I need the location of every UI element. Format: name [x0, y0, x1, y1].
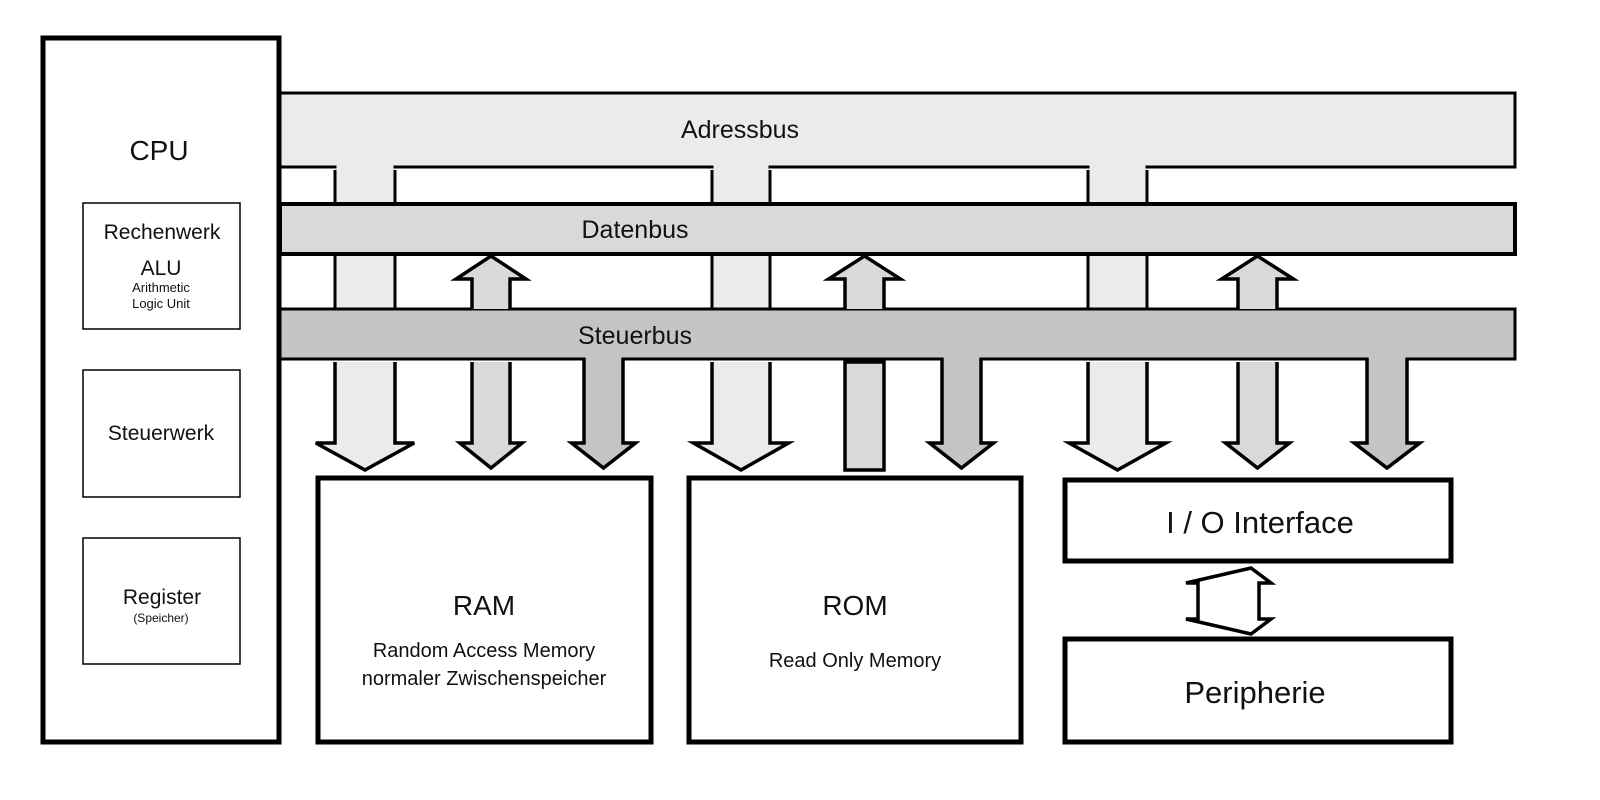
- data-down-arrow-icon: [1220, 362, 1295, 471]
- data-bus-label: Datenbus: [581, 216, 688, 244]
- address-bus-gap: [713, 164, 769, 170]
- data-up-arrow-icon: [1215, 253, 1300, 309]
- rom-data-connector: [843, 360, 886, 472]
- alu-box: [82, 202, 241, 330]
- address-down-arrow-icon-fill: [1069, 362, 1166, 470]
- control-bus: [278, 307, 1517, 361]
- address-bus-connectors: [333, 167, 1149, 309]
- control-down-arrow-icon: [1349, 358, 1425, 471]
- control-bus-label: Steuerbus: [578, 322, 692, 350]
- data-down-arrow-icon: [454, 362, 528, 471]
- address-connector-fill: [712, 167, 770, 204]
- control-down-arrow-icon: [566, 358, 641, 471]
- address-down-arrow-icon: [686, 362, 796, 473]
- register-box: [82, 537, 241, 665]
- address-down-arrow-icon-fill: [315, 362, 415, 470]
- rom-title: ROM: [822, 590, 887, 621]
- data-up-arrow-icon: [450, 253, 532, 309]
- io-interface-title: I / O Interface: [1166, 505, 1354, 540]
- address-connector-fill: [335, 167, 395, 204]
- address-bus: [278, 91, 1517, 169]
- alu-title: Rechenwerk: [104, 221, 221, 244]
- register-subtitle: (Speicher): [133, 611, 188, 625]
- data-up-arrow-icon-fill: [1221, 256, 1294, 309]
- address-down-arrow-icon-fill: [693, 362, 789, 470]
- data-bus: [278, 202, 1517, 256]
- address-connector-fill: [1088, 167, 1147, 204]
- address-bus-label: Adressbus: [681, 116, 799, 144]
- alu-subtitle: ALU: [141, 257, 182, 280]
- data-down-arrow-icon-fill: [1225, 362, 1290, 468]
- ram-box: [315, 475, 654, 745]
- address-connector-fill: [1088, 254, 1147, 309]
- control-down-arrow-icon-fill: [1354, 358, 1420, 468]
- data-up-arrow-icon: [822, 253, 907, 309]
- data-up-arrow-icon-fill: [828, 256, 901, 309]
- register-title: Register: [123, 586, 201, 609]
- control-unit-title: Steuerwerk: [108, 422, 215, 445]
- bidirectional-arrow-icon: [1185, 566, 1277, 636]
- alu-line2: Logic Unit: [132, 296, 190, 311]
- peripherie-box: [1062, 636, 1454, 745]
- control-unit-box: [82, 369, 241, 498]
- data-down-arrow-icon-fill: [459, 362, 523, 468]
- data-up-arrow-icon-fill: [456, 256, 526, 309]
- ram-line2: normaler Zwischenspeicher: [362, 668, 607, 690]
- address-bus-gap: [336, 164, 394, 170]
- control-down-arrow-icon-fill: [929, 358, 994, 468]
- address-down-arrow-icon: [314, 362, 416, 472]
- alu-line1: Arithmetic: [132, 280, 190, 295]
- ram-line1: Random Access Memory: [373, 640, 595, 662]
- address-connector-fill: [335, 254, 395, 309]
- control-down-arrow-icon: [924, 358, 999, 471]
- address-connector-fill: [712, 254, 770, 309]
- rom-line1: Read Only Memory: [769, 650, 941, 672]
- io-interface-box: [1062, 477, 1454, 564]
- address-down-arrow-icon: [1062, 362, 1173, 473]
- cpu-title: CPU: [129, 135, 188, 166]
- control-down-arrow-icon-fill: [571, 358, 636, 468]
- address-bus-gap: [1089, 164, 1146, 170]
- ram-title: RAM: [453, 590, 515, 621]
- rom-box: [686, 475, 1024, 745]
- peripherie-title: Peripherie: [1184, 675, 1325, 710]
